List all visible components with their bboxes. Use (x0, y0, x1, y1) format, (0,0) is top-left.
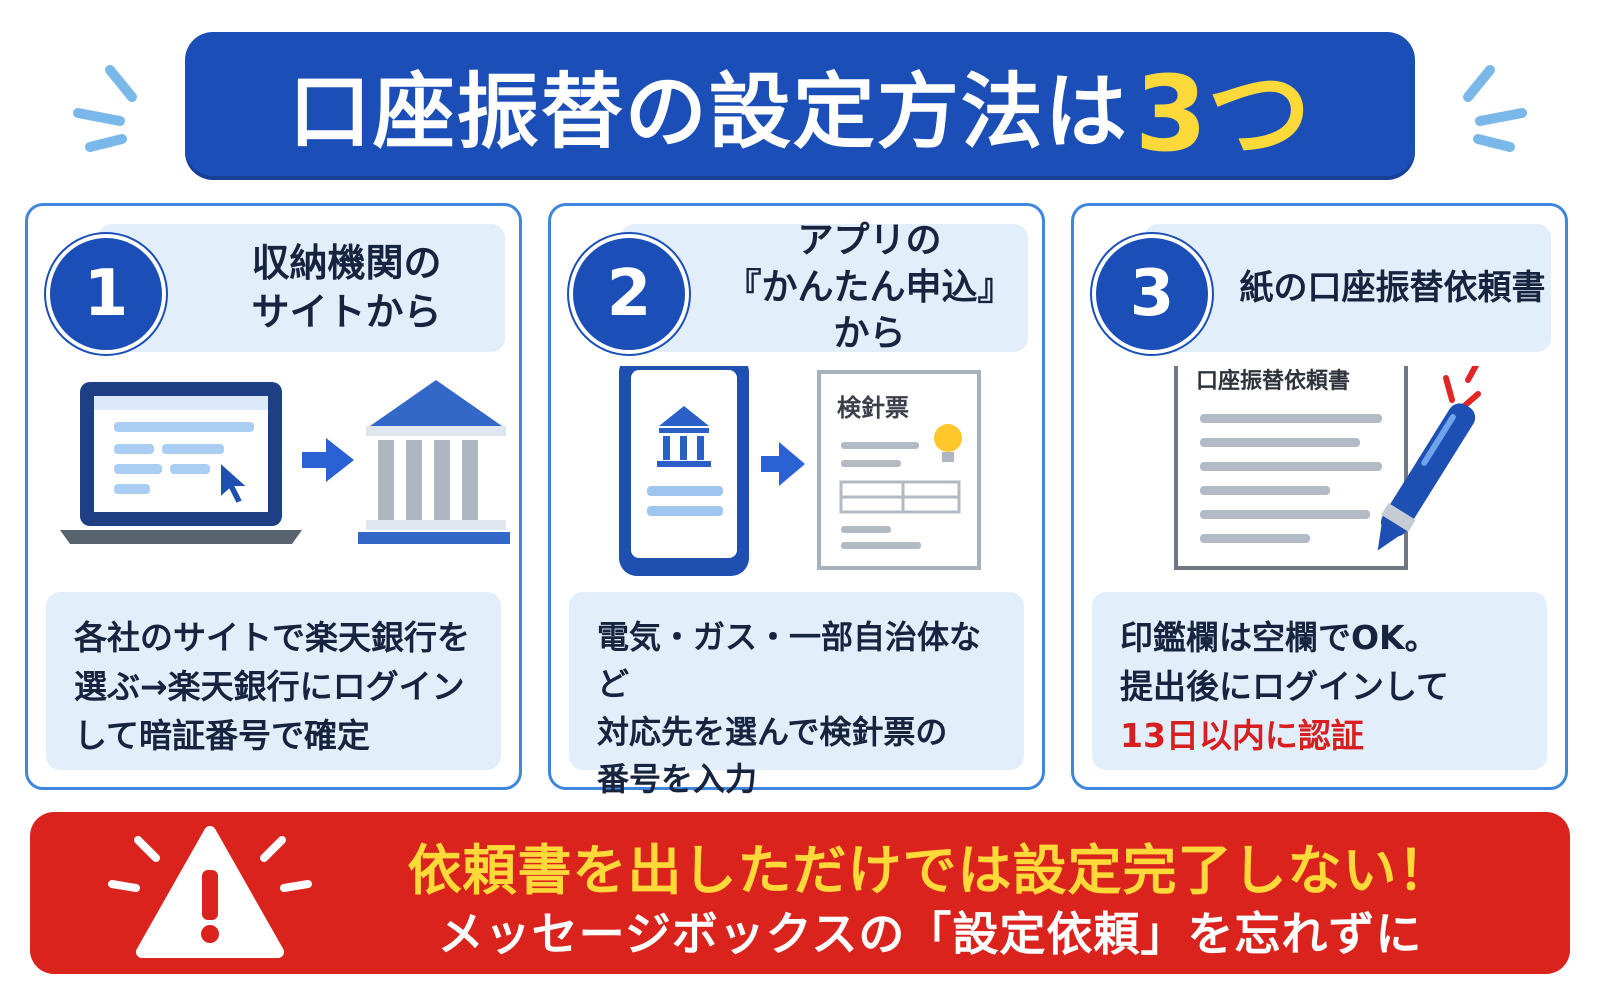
card-header: アプリの 『かんたん申込』から (621, 219, 1028, 355)
card-title: 紙の口座振替依頼書 (1239, 267, 1546, 308)
form-document-icon: 口座振替依頼書 (1174, 366, 1408, 570)
warning-headline: 依頼書を出しただけでは設定完了しない！ (407, 839, 1453, 902)
warning-banner: 依頼書を出しただけでは設定完了しない！ メッセージボックスの「設定依頼」を忘れず… (30, 812, 1570, 974)
step-number-badge: 1 (46, 234, 166, 354)
meter-slip-icon: 検針票 (817, 370, 981, 570)
card-header: 紙の口座振替依頼書 (1144, 224, 1551, 352)
page-title-accent: 3つ (1134, 52, 1312, 175)
page-title: 口座振替の設定方法は (288, 64, 1129, 160)
title-banner: 口座振替の設定方法は 3つ (185, 32, 1415, 176)
card-illustration: 口座振替依頼書 (1174, 366, 1481, 570)
card-title: アプリの 『かんたん申込』から (725, 219, 1014, 355)
slip-label: 検針票 (837, 394, 909, 422)
right-sparkle-icon (1463, 65, 1527, 152)
card-description: 電気・ガス・一部自治体など 対応先を選んで検針票の 番号を入力 (569, 592, 1024, 798)
warning-triangle-icon (108, 826, 312, 958)
card-description: 印鑑欄は空欄でOK。 提出後にログインして 13日以内に認証 (1092, 592, 1547, 770)
card-title: 収納機関の サイトから (251, 240, 442, 334)
card-description: 各社のサイトで楽天銀行を 選ぶ→楽天銀行にログイン して暗証番号で確定 (46, 592, 501, 770)
step-number-badge: 2 (569, 234, 689, 354)
left-sparkle-icon (73, 65, 137, 152)
card-header: 収納機関の サイトから (98, 224, 505, 352)
step-number-badge: 3 (1092, 234, 1212, 354)
deadline-emphasis: 13日以内に認証 (1120, 715, 1364, 755)
warning-subtext: メッセージボックスの「設定依頼」を忘れずに (437, 907, 1423, 961)
laptop-icon (60, 382, 302, 544)
arrow-right-icon (302, 438, 354, 482)
method-card-paper: 紙の口座振替依頼書 3 口座振替依頼書 印鑑欄は空欄でOK。 (1071, 203, 1568, 790)
method-card-site: 収納機関の サイトから 1 (25, 203, 522, 790)
card-illustration (60, 380, 510, 544)
bank-icon (358, 380, 510, 544)
method-card-app: アプリの 『かんたん申込』から 2 検針票 (548, 203, 1045, 798)
form-label: 口座振替依頼書 (1196, 368, 1350, 394)
pen-icon (1377, 366, 1481, 551)
smartphone-icon (619, 366, 749, 576)
card-illustration: 検針票 (619, 366, 981, 576)
arrow-right-icon (761, 442, 805, 486)
